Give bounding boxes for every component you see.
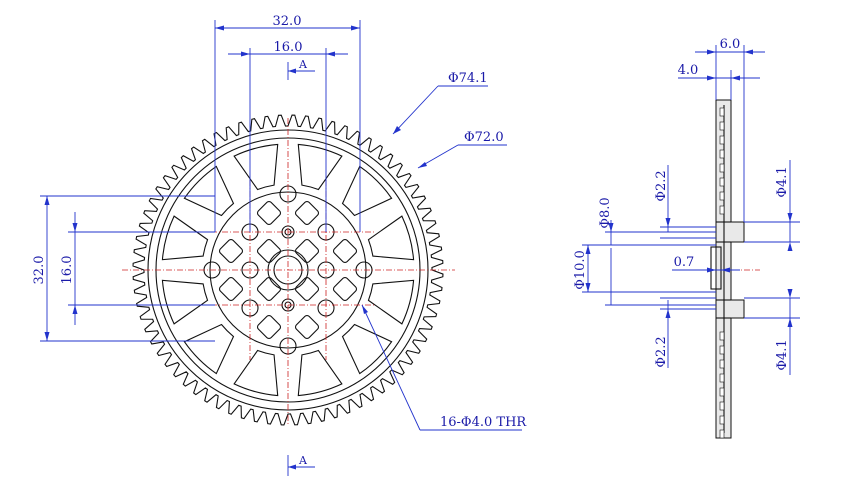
spoke-window	[161, 279, 209, 325]
front-view: 32.0 16.0 A A 32.0	[32, 14, 527, 476]
bore-dia-bottom-label: Φ2.2	[654, 336, 669, 367]
dim-left: 32.0 16.0	[32, 195, 215, 342]
spoke-window	[297, 349, 343, 397]
diamond-pocket	[218, 238, 244, 264]
spoke-window	[297, 143, 343, 191]
diamond-pocket	[294, 314, 320, 340]
diamond-pocket	[218, 276, 244, 302]
leader-pitch-diameter: Φ72.0	[417, 130, 507, 169]
side-tooth-slot	[719, 415, 725, 425]
side-view: 6.0 4.0 Φ10.0 Φ8.0 Φ2.2	[573, 37, 800, 439]
side-tooth-slot	[719, 107, 725, 117]
spoke-window	[233, 143, 279, 191]
dim-top-inner-label: 16.0	[274, 40, 303, 55]
boss-dia-bottom-label: Φ4.1	[775, 339, 790, 370]
diamond-pocket	[256, 238, 282, 264]
side-width-hub-label: 4.0	[678, 63, 699, 78]
pitch-diameter-label: Φ72.0	[464, 130, 504, 145]
dim-side-left: Φ10.0 Φ8.0 Φ2.2 Φ2.2 0.7	[573, 165, 740, 368]
side-bore	[710, 246, 722, 290]
hole-callout-label: 16-Φ4.0 THR	[440, 415, 527, 430]
side-tooth-slot	[719, 121, 725, 131]
diamond-pocket	[294, 200, 320, 226]
side-tooth-slot	[719, 191, 725, 201]
spoke-window	[183, 165, 235, 217]
side-tooth-slot	[719, 205, 725, 215]
spoke-window	[367, 215, 415, 261]
side-tooth-slot	[719, 135, 725, 145]
leader-hole-callout: 16-Φ4.0 THR	[361, 304, 527, 431]
spoke-window	[341, 165, 393, 217]
side-tooth-slot	[719, 373, 725, 383]
side-tooth-slot	[719, 331, 725, 341]
dim-side-right: Φ4.1 Φ4.1	[744, 160, 800, 375]
side-tooth-slot	[719, 177, 725, 187]
outer-diameter-label: Φ74.1	[448, 71, 488, 86]
diamond-pockets	[218, 200, 358, 340]
dim-left-outer-label: 32.0	[32, 256, 47, 285]
side-tooth-slot	[719, 345, 725, 355]
spoke-window	[183, 323, 235, 375]
side-tooth-slot	[719, 163, 725, 173]
bore-dia-top-label: Φ2.2	[654, 170, 669, 201]
section-label-top: A	[298, 58, 308, 71]
hub-dia-left-label: Φ8.0	[598, 197, 613, 228]
step-depth-label: 0.7	[674, 255, 695, 270]
side-tooth-slot	[719, 387, 725, 397]
side-teeth	[719, 107, 725, 439]
side-tooth-slot	[719, 149, 725, 159]
spoke-window	[341, 323, 393, 375]
diamond-pocket	[256, 314, 282, 340]
side-tooth-slot	[719, 359, 725, 369]
boss-dia-top-label: Φ4.1	[775, 166, 790, 197]
spoke-window	[161, 215, 209, 261]
diamond-pocket	[294, 276, 320, 302]
diamond-pocket	[332, 238, 358, 264]
spoke-windows	[161, 143, 415, 397]
dim-left-inner-label: 16.0	[60, 256, 75, 285]
side-tooth-slot	[719, 429, 725, 439]
section-label-bottom: A	[298, 454, 308, 467]
dim-side-width: 6.0 4.0	[678, 37, 765, 222]
diamond-pocket	[332, 276, 358, 302]
spoke-window	[367, 279, 415, 325]
diamond-pocket	[256, 200, 282, 226]
side-width-total-label: 6.0	[720, 37, 741, 52]
diamond-pocket	[256, 276, 282, 302]
leader-outer-diameter: Φ74.1	[392, 71, 488, 135]
spoke-window	[233, 349, 279, 397]
section-marker-bottom: A	[287, 454, 315, 476]
dim-top: 32.0 16.0	[214, 14, 361, 232]
shaft-dia-label: Φ10.0	[573, 250, 588, 290]
section-marker-top: A	[287, 58, 315, 80]
side-tooth-slot	[719, 401, 725, 411]
diamond-pocket	[294, 238, 320, 264]
dim-top-outer-label: 32.0	[273, 14, 302, 29]
